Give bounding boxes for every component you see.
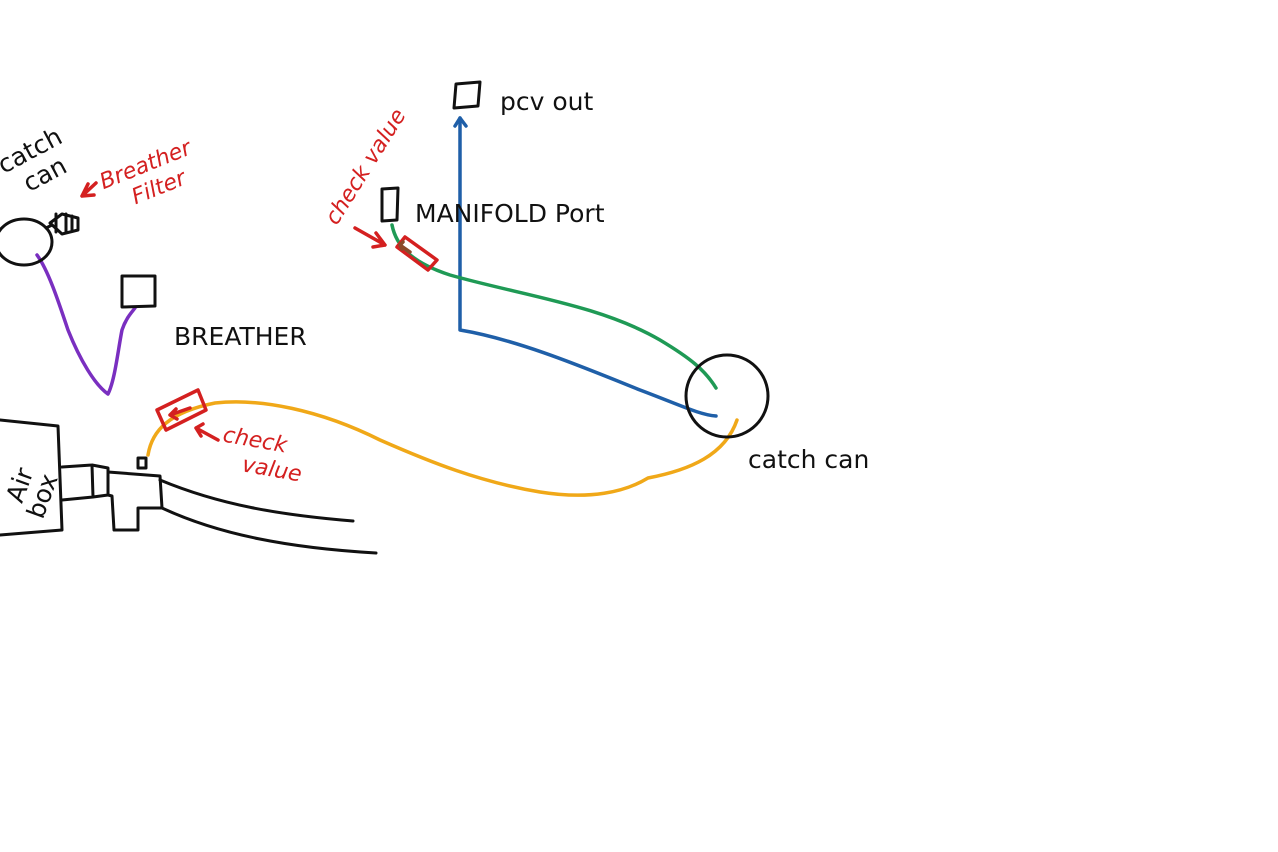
breather-filter-icon xyxy=(48,212,80,236)
catch-can-right-label: catch can xyxy=(748,445,869,474)
pcv-hose-arrow xyxy=(453,116,468,128)
manifold-port-label: MANIFOLD Port xyxy=(415,199,605,228)
check-value-bottom-label: check value xyxy=(221,423,304,488)
breather-hose xyxy=(35,253,137,396)
intake-tube-upper xyxy=(158,478,355,523)
svg-text:value: value xyxy=(240,452,304,487)
filter-neck xyxy=(44,223,54,230)
breather-label: BREATHER xyxy=(174,322,307,351)
catch-can-left xyxy=(0,217,54,267)
breather-port-box xyxy=(120,274,157,309)
pcv-hose xyxy=(458,116,718,418)
check-valve-breather xyxy=(155,388,208,432)
arrow-to-filter xyxy=(80,181,98,198)
pcv-out-port xyxy=(452,80,482,110)
manifold-port-box xyxy=(380,186,400,223)
air-box xyxy=(0,418,64,537)
air-box-label: Air box xyxy=(0,463,63,522)
arrow-to-manifold-valve xyxy=(353,226,387,249)
intake-tee xyxy=(106,470,164,532)
arrow-to-breather-valve xyxy=(194,422,220,442)
breather-filter-label: Breather Filter xyxy=(96,135,196,210)
catch-can-right xyxy=(684,353,770,439)
intake-pipe-connector xyxy=(60,463,110,502)
intake-hose xyxy=(146,400,739,497)
pcv-out-label: pcv out xyxy=(500,87,593,116)
svg-text:check: check xyxy=(221,423,290,459)
check-valve-manifold xyxy=(395,235,439,272)
catch-can-left-label: catch can xyxy=(0,122,71,198)
intake-tube-lower xyxy=(160,506,378,555)
manifold-hose xyxy=(390,223,718,390)
breather-nipple xyxy=(136,456,148,470)
